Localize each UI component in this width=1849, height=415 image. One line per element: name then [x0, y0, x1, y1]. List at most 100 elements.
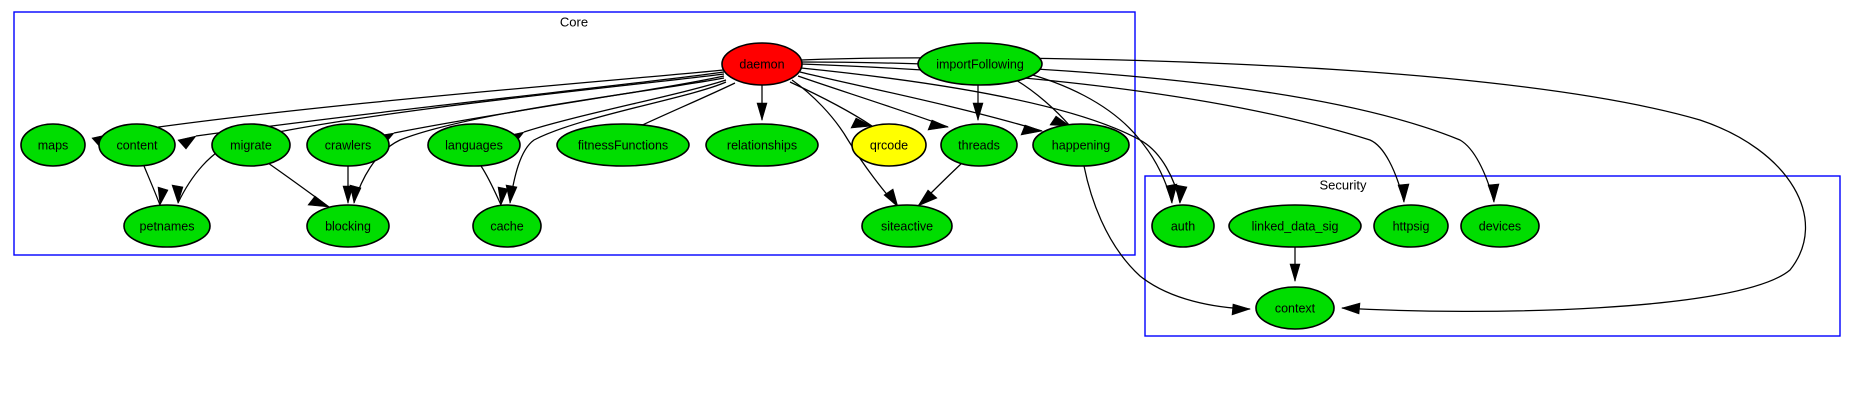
node-label-fitnessFunctions: fitnessFunctions [578, 138, 668, 152]
node-shape-daemon[interactable] [721, 42, 803, 86]
node-httpsig[interactable]: httpsig [1373, 204, 1449, 248]
edge-line [800, 61, 1495, 203]
node-label-daemon: daemon [739, 57, 784, 71]
edge-linked_data_sig-to-context [1289, 247, 1301, 283]
node-languages[interactable]: languages [427, 123, 521, 167]
arrowhead-icon [1020, 124, 1044, 136]
node-label-qrcode: qrcode [870, 138, 908, 152]
node-cache[interactable]: cache [472, 204, 542, 248]
cluster-security: Security [1144, 175, 1841, 337]
node-label-languages: languages [445, 138, 503, 152]
node-shape-context[interactable] [1255, 286, 1335, 330]
edge-daemon-to-blocking [349, 77, 725, 204]
edge-daemon-to-cache [505, 81, 727, 204]
node-shape-qrcode[interactable] [851, 123, 927, 167]
node-devices[interactable]: devices [1460, 204, 1540, 248]
edge-line [635, 82, 736, 129]
node-label-crawlers: crawlers [325, 138, 372, 152]
edge-line [1083, 165, 1251, 310]
edge-importFollowing-to-threads [972, 85, 984, 122]
arrowhead-icon [171, 184, 184, 204]
edge-daemon-to-context [800, 57, 1807, 315]
node-shape-crawlers[interactable] [306, 123, 390, 167]
node-happening[interactable]: happening [1032, 123, 1130, 167]
node-threads[interactable]: threads [940, 123, 1018, 167]
node-shape-migrate[interactable] [211, 123, 291, 167]
node-siteactive[interactable]: siteactive [861, 204, 953, 248]
node-migrate[interactable]: migrate [211, 123, 291, 167]
edge-daemon-to-petnames [171, 73, 725, 204]
node-label-siteactive: siteactive [881, 219, 933, 233]
edge-languages-to-cache [480, 165, 509, 207]
arrowhead-icon [850, 117, 874, 129]
edge-layer [91, 57, 1807, 316]
edge-daemon-to-happening [799, 71, 1044, 136]
node-shape-threads[interactable] [940, 123, 1018, 167]
node-shape-petnames[interactable] [123, 204, 211, 248]
edge-line [799, 71, 1043, 132]
node-linked_data_sig[interactable]: linked_data_sig [1228, 204, 1362, 248]
arrowhead-icon [1397, 183, 1410, 203]
edge-line [791, 79, 899, 208]
node-shape-maps[interactable] [20, 123, 86, 167]
node-importFollowing[interactable]: importFollowing [917, 42, 1043, 86]
node-relationships[interactable]: relationships [705, 123, 819, 167]
edge-daemon-to-devices [800, 61, 1500, 203]
edge-line [789, 81, 873, 127]
node-fitnessFunctions[interactable]: fitnessFunctions [556, 123, 690, 167]
arrowhead-icon [1231, 303, 1252, 316]
node-auth[interactable]: auth [1151, 204, 1215, 248]
edge-daemon-to-relationships [756, 85, 768, 122]
arrowhead-icon [157, 186, 169, 206]
node-shape-content[interactable] [98, 123, 176, 167]
node-shape-httpsig[interactable] [1373, 204, 1449, 248]
arrowhead-icon [917, 189, 938, 207]
node-content[interactable]: content [98, 123, 176, 167]
edge-line [143, 165, 161, 206]
arrowhead-icon [883, 188, 899, 208]
node-label-happening: happening [1052, 138, 1110, 152]
node-label-content: content [116, 138, 158, 152]
node-shape-cache[interactable] [472, 204, 542, 248]
edge-line [1015, 79, 1071, 127]
node-shape-linked_data_sig[interactable] [1228, 204, 1362, 248]
arrowhead-icon [756, 102, 768, 122]
node-blocking[interactable]: blocking [306, 204, 390, 248]
node-shape-siteactive[interactable] [861, 204, 953, 248]
node-context[interactable]: context [1255, 286, 1335, 330]
node-shape-languages[interactable] [427, 123, 521, 167]
node-crawlers[interactable]: crawlers [306, 123, 390, 167]
cluster-label-core: Core [560, 14, 588, 29]
edge-daemon-to-content [177, 71, 725, 150]
node-shape-blocking[interactable] [306, 204, 390, 248]
node-label-importFollowing: importFollowing [936, 57, 1024, 71]
node-qrcode[interactable]: qrcode [851, 123, 927, 167]
node-label-relationships: relationships [727, 138, 797, 152]
edge-daemon-to-auth [800, 67, 1188, 204]
edge-line [509, 81, 727, 204]
edge-daemon-to-qrcode [789, 81, 874, 129]
node-shape-happening[interactable] [1032, 123, 1130, 167]
arrowhead-icon [342, 185, 354, 205]
node-label-maps: maps [38, 138, 69, 152]
node-maps[interactable]: maps [20, 123, 86, 167]
cluster-box-security [1144, 175, 1841, 337]
edge-daemon-to-siteactive [791, 79, 899, 208]
edge-migrate-to-blocking [267, 162, 330, 208]
edge-line [800, 63, 1405, 203]
node-label-httpsig: httpsig [1393, 219, 1430, 233]
node-shape-relationships[interactable] [705, 123, 819, 167]
node-label-threads: threads [958, 138, 1000, 152]
node-petnames[interactable]: petnames [123, 204, 211, 248]
node-label-migrate: migrate [230, 138, 272, 152]
node-daemon[interactable]: daemon [721, 42, 803, 86]
node-shape-fitnessFunctions[interactable] [556, 123, 690, 167]
node-shape-importFollowing[interactable] [917, 42, 1043, 86]
node-shape-devices[interactable] [1460, 204, 1540, 248]
arrowhead-icon [1487, 183, 1500, 203]
node-label-linked_data_sig: linked_data_sig [1252, 219, 1339, 233]
node-shape-auth[interactable] [1151, 204, 1215, 248]
arrowhead-icon [1289, 263, 1301, 283]
